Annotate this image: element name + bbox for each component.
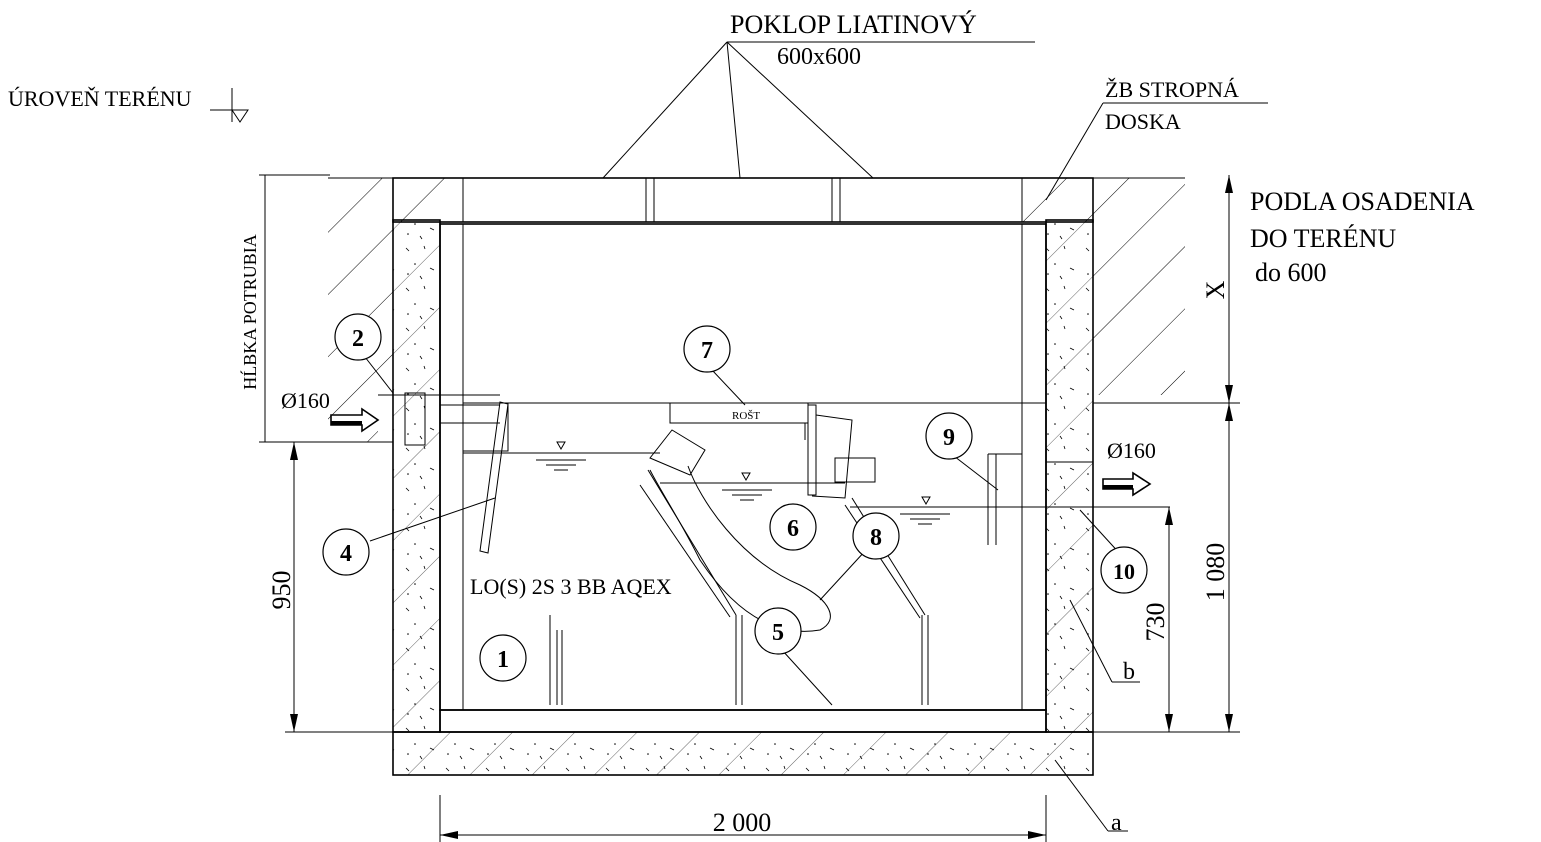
callout-2 (334, 313, 382, 361)
dim-outlet-height: 730 (1141, 603, 1170, 642)
callout-5-number: 5 (772, 620, 784, 646)
terrain-level-label: ÚROVEŇ TERÉNU (8, 86, 192, 111)
water-level-1 (463, 441, 660, 471)
partition-wall-1 (735, 615, 743, 705)
slab-label-line1: ŽB STROPNÁ (1105, 77, 1239, 102)
left-wall (392, 219, 441, 733)
callout-7 (683, 325, 731, 373)
callout-9-number: 9 (943, 425, 955, 451)
dim-width: 2 000 (713, 808, 772, 837)
callout-5 (754, 607, 802, 655)
callout-6-number: 6 (787, 516, 799, 542)
inlet-flow-arrow (330, 407, 380, 433)
callout-6 (769, 503, 817, 551)
base-slab (392, 731, 1094, 776)
callout-2-number: 2 (352, 326, 364, 352)
callout-8 (852, 512, 900, 560)
water-level-2 (660, 472, 845, 501)
terrain-level-symbol (231, 88, 249, 123)
pipe-depth-label: HĹBKA POTRUBIA (239, 234, 260, 390)
depends-line1: PODLA OSADENIA (1250, 187, 1475, 216)
callout-10-number: 10 (1113, 559, 1135, 584)
manhole-cover (645, 177, 841, 223)
grate-label: ROŠT (732, 410, 760, 422)
callout-1 (479, 634, 527, 682)
water-level-3 (850, 496, 1170, 525)
outlet-flow-arrow (1102, 471, 1152, 497)
callout-7-number: 7 (701, 338, 713, 364)
note-a: a (1111, 810, 1122, 836)
right-wall (1045, 219, 1094, 733)
leader-lines (210, 41, 1268, 832)
dimension-lines (259, 174, 1240, 842)
inlet-pipe (378, 392, 509, 452)
callout-4 (322, 528, 370, 576)
partition-wall-2 (921, 615, 929, 705)
coalescence-tube (639, 429, 831, 632)
callout-10 (1100, 546, 1148, 594)
inlet-baffle (479, 401, 509, 554)
cover-size: 600x600 (777, 44, 861, 70)
callout-8-number: 8 (870, 525, 882, 551)
dim-total-height: 1 080 (1201, 543, 1230, 602)
sample-pipe (549, 615, 563, 705)
slab-label-line2: DOSKA (1105, 109, 1181, 134)
x-dimension-symbol: X (1201, 280, 1230, 299)
cover-title: POKLOP LIATINOVÝ (730, 10, 977, 39)
soil-right (1093, 177, 1185, 395)
outlet-diameter-label: Ø160 (1107, 438, 1156, 463)
ceiling-slab (392, 177, 1094, 223)
inlet-diameter-label: Ø160 (281, 388, 330, 413)
second-baffle (807, 404, 926, 619)
depends-line3: do 600 (1255, 258, 1327, 287)
callout-9 (925, 412, 973, 460)
callout-4-number: 4 (340, 541, 352, 567)
callout-1-number: 1 (497, 647, 509, 673)
dim-inlet-height: 950 (267, 571, 296, 610)
depends-line2: DO TERÉNU (1250, 224, 1396, 253)
soil-left (328, 177, 393, 442)
note-b: b (1123, 659, 1135, 685)
inner-tank (439, 223, 1047, 733)
model-label: LO(S) 2S 3 BB AQEX (470, 574, 672, 599)
